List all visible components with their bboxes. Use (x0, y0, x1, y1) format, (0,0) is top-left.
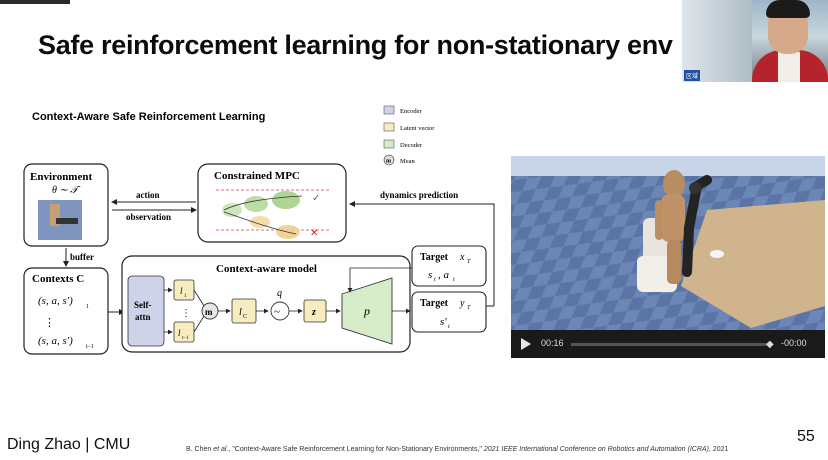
environment-subtitle: θ ∼ 𝒯 (52, 185, 81, 196)
contexts-dots: ⋮ (44, 317, 55, 329)
target-x-var: x (459, 252, 465, 263)
target-x-var-sub: T (467, 259, 471, 265)
mpc-trajectory-illustration: ✓ ✕ (216, 189, 330, 239)
contexts-row-2-sub: t−1 (86, 344, 94, 350)
video-remaining-time: -00:00 (781, 338, 807, 348)
legend-mean-icon (383, 154, 395, 166)
method-diagram: Context-Aware Safe Reinforcement Learnin… (23, 105, 495, 355)
scene-table (681, 200, 825, 328)
legend-mean-label: Mean (400, 158, 416, 165)
constrained-mpc-title: Constrained MPC (214, 170, 300, 182)
buffer-label: buffer (70, 252, 94, 262)
self-attn-label-1: Self- (134, 300, 152, 310)
target-x-values2-sub: t (453, 277, 455, 283)
window-top-bar (0, 0, 70, 4)
volume-icon[interactable]: ◆ (766, 339, 774, 350)
legend-decoder-label: Decoder (400, 142, 423, 149)
legend-decoder-swatch (383, 139, 395, 149)
decoder-p (341, 277, 393, 345)
latent-lc-sub: C (243, 314, 247, 320)
citation-year: , 2021 (708, 446, 729, 453)
target-y-box (411, 291, 487, 333)
latent-lt-label: l (178, 328, 181, 338)
slide-title: Safe reinforcement learning for non-stat… (38, 30, 673, 60)
self-attn-label-2: attn (135, 312, 151, 322)
citation-venue: 2021 IEEE International Conference on Ro… (483, 446, 709, 453)
citation-title: , "Context-Aware Safe Reinforcement Lear… (228, 446, 482, 453)
target-y-var: y (459, 298, 465, 309)
q-label: q (277, 288, 282, 299)
target-x-values2: , a (438, 269, 450, 281)
target-y-value: s' (440, 316, 447, 328)
presenter-footer: Ding Zhao | CMU (7, 436, 131, 453)
webcam-window-background (682, 0, 752, 82)
diagram-heading: Context-Aware Safe Reinforcement Learnin… (32, 111, 265, 123)
webcam-presenter-hair (766, 0, 810, 18)
contexts-box (23, 267, 109, 355)
legend-mean-symbol: m (386, 159, 391, 165)
webcam-video: 区域 (682, 0, 828, 82)
constrained-mpc-box (197, 163, 347, 243)
self-attn-encoder (127, 275, 165, 347)
environment-title: Environment (30, 171, 92, 183)
latent-l1-sub: 1 (184, 294, 187, 299)
webcam-presenter-shirt (778, 52, 800, 82)
legend-latent-swatch (383, 122, 395, 132)
webcam-name-tag: 区域 (684, 70, 701, 81)
target-y-value-sub: t (448, 324, 450, 330)
contexts-row-1: (s, a, s') (38, 295, 73, 307)
legend-encoder-label: Encoder (400, 108, 422, 115)
target-y-label: Target (420, 298, 449, 309)
target-x-label: Target (420, 252, 449, 263)
simulation-scene (511, 156, 825, 330)
video-controls: 00:16 ◆ -00:00 (511, 330, 825, 358)
legend-encoder-swatch (383, 105, 395, 115)
latent-lt-sub: t−1 (182, 336, 189, 341)
legend: Encoder Latent vector Decoder m Mean (383, 105, 435, 166)
video-seek-bar[interactable] (571, 343, 771, 346)
dynamics-prediction-label: dynamics prediction (380, 190, 458, 200)
sampling-symbol: ~ (274, 306, 280, 318)
check-icon: ✓ (312, 193, 320, 204)
scene-cup (710, 250, 724, 258)
video-player[interactable]: 00:16 ◆ -00:00 (511, 156, 825, 358)
legend-latent-label: Latent vector (400, 125, 435, 132)
latent-lc-label: l (239, 307, 242, 318)
latent-z-label: z (311, 307, 316, 318)
play-icon[interactable] (521, 338, 531, 350)
latent-dots: ⋮ (181, 308, 191, 319)
cross-icon: ✕ (310, 228, 318, 239)
mean-node-label: m (205, 307, 213, 317)
target-x-box (411, 245, 487, 287)
target-y-var-sub: T (467, 305, 471, 311)
observation-label: observation (126, 212, 171, 222)
scene-human-model (655, 170, 685, 284)
citation: B. Chen et al., "Context-Aware Safe Rein… (186, 446, 728, 453)
action-label: action (136, 190, 160, 200)
citation-etal: et al. (213, 446, 229, 453)
environment-thumbnail (38, 200, 82, 240)
contexts-row-1-sub: 1 (86, 304, 89, 310)
contexts-row-2: (s, a, s') (38, 335, 73, 347)
latent-l1-label: l (180, 286, 183, 296)
decoder-p-label: p (363, 304, 370, 318)
context-aware-model-title: Context-aware model (216, 263, 317, 275)
scene-robot-arm (682, 175, 712, 277)
video-elapsed-time: 00:16 (541, 338, 564, 348)
target-x-values-sub: t (434, 277, 436, 283)
target-x-values: s (428, 269, 432, 281)
contexts-title: Contexts C (32, 273, 84, 285)
page-number: 55 (797, 428, 815, 445)
citation-authors: B. Chen (186, 446, 212, 453)
